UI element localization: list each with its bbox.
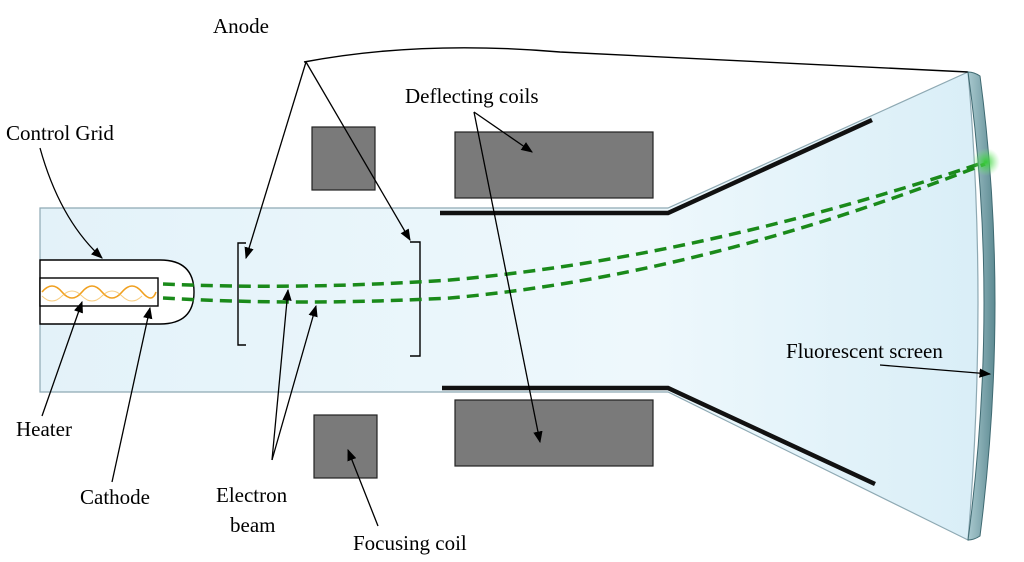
label-deflecting-coils: Deflecting coils [405, 84, 539, 108]
focusing-leader [347, 448, 379, 527]
label-beam: beam [230, 513, 275, 537]
label-cathode: Cathode [80, 485, 150, 509]
cathode [39, 277, 159, 307]
beam-leader-1 [271, 288, 292, 461]
focusing-coil-bottom [313, 414, 378, 479]
label-control-grid: Control Grid [6, 121, 114, 145]
label-anode: Anode [213, 14, 269, 38]
anode-leader-2 [305, 61, 411, 242]
deflecting-coil-bottom [454, 399, 654, 467]
deflecting-plate-top [440, 117, 873, 216]
label-focusing-coil: Focusing coil [353, 531, 467, 555]
cathode-leader [111, 306, 153, 483]
deflecting-leader-top [473, 111, 533, 153]
electron-beam-1 [162, 160, 986, 288]
label-electron: Electron [216, 483, 288, 507]
beam-leader-2 [271, 304, 318, 461]
heater-wave [41, 285, 157, 299]
screen-leader [879, 364, 992, 378]
anode-bracket-left [237, 242, 246, 346]
envelope-curve [303, 47, 969, 73]
phosphor-spot [972, 148, 1000, 176]
label-fluorescent-screen: Fluorescent screen [786, 339, 943, 363]
deflecting-leader-bottom [473, 111, 543, 444]
electron-beam-2 [162, 162, 986, 304]
anode-leader-1 [244, 61, 307, 260]
control-grid-leader [39, 147, 103, 259]
deflecting-coil-top [454, 131, 654, 199]
focusing-coil-top [311, 126, 376, 191]
heater-leader [41, 300, 83, 417]
label-heater: Heater [16, 417, 72, 441]
heater-wave-2 [41, 290, 143, 302]
fluorescent-screen [967, 71, 996, 541]
deflecting-plate-bottom [442, 385, 876, 487]
